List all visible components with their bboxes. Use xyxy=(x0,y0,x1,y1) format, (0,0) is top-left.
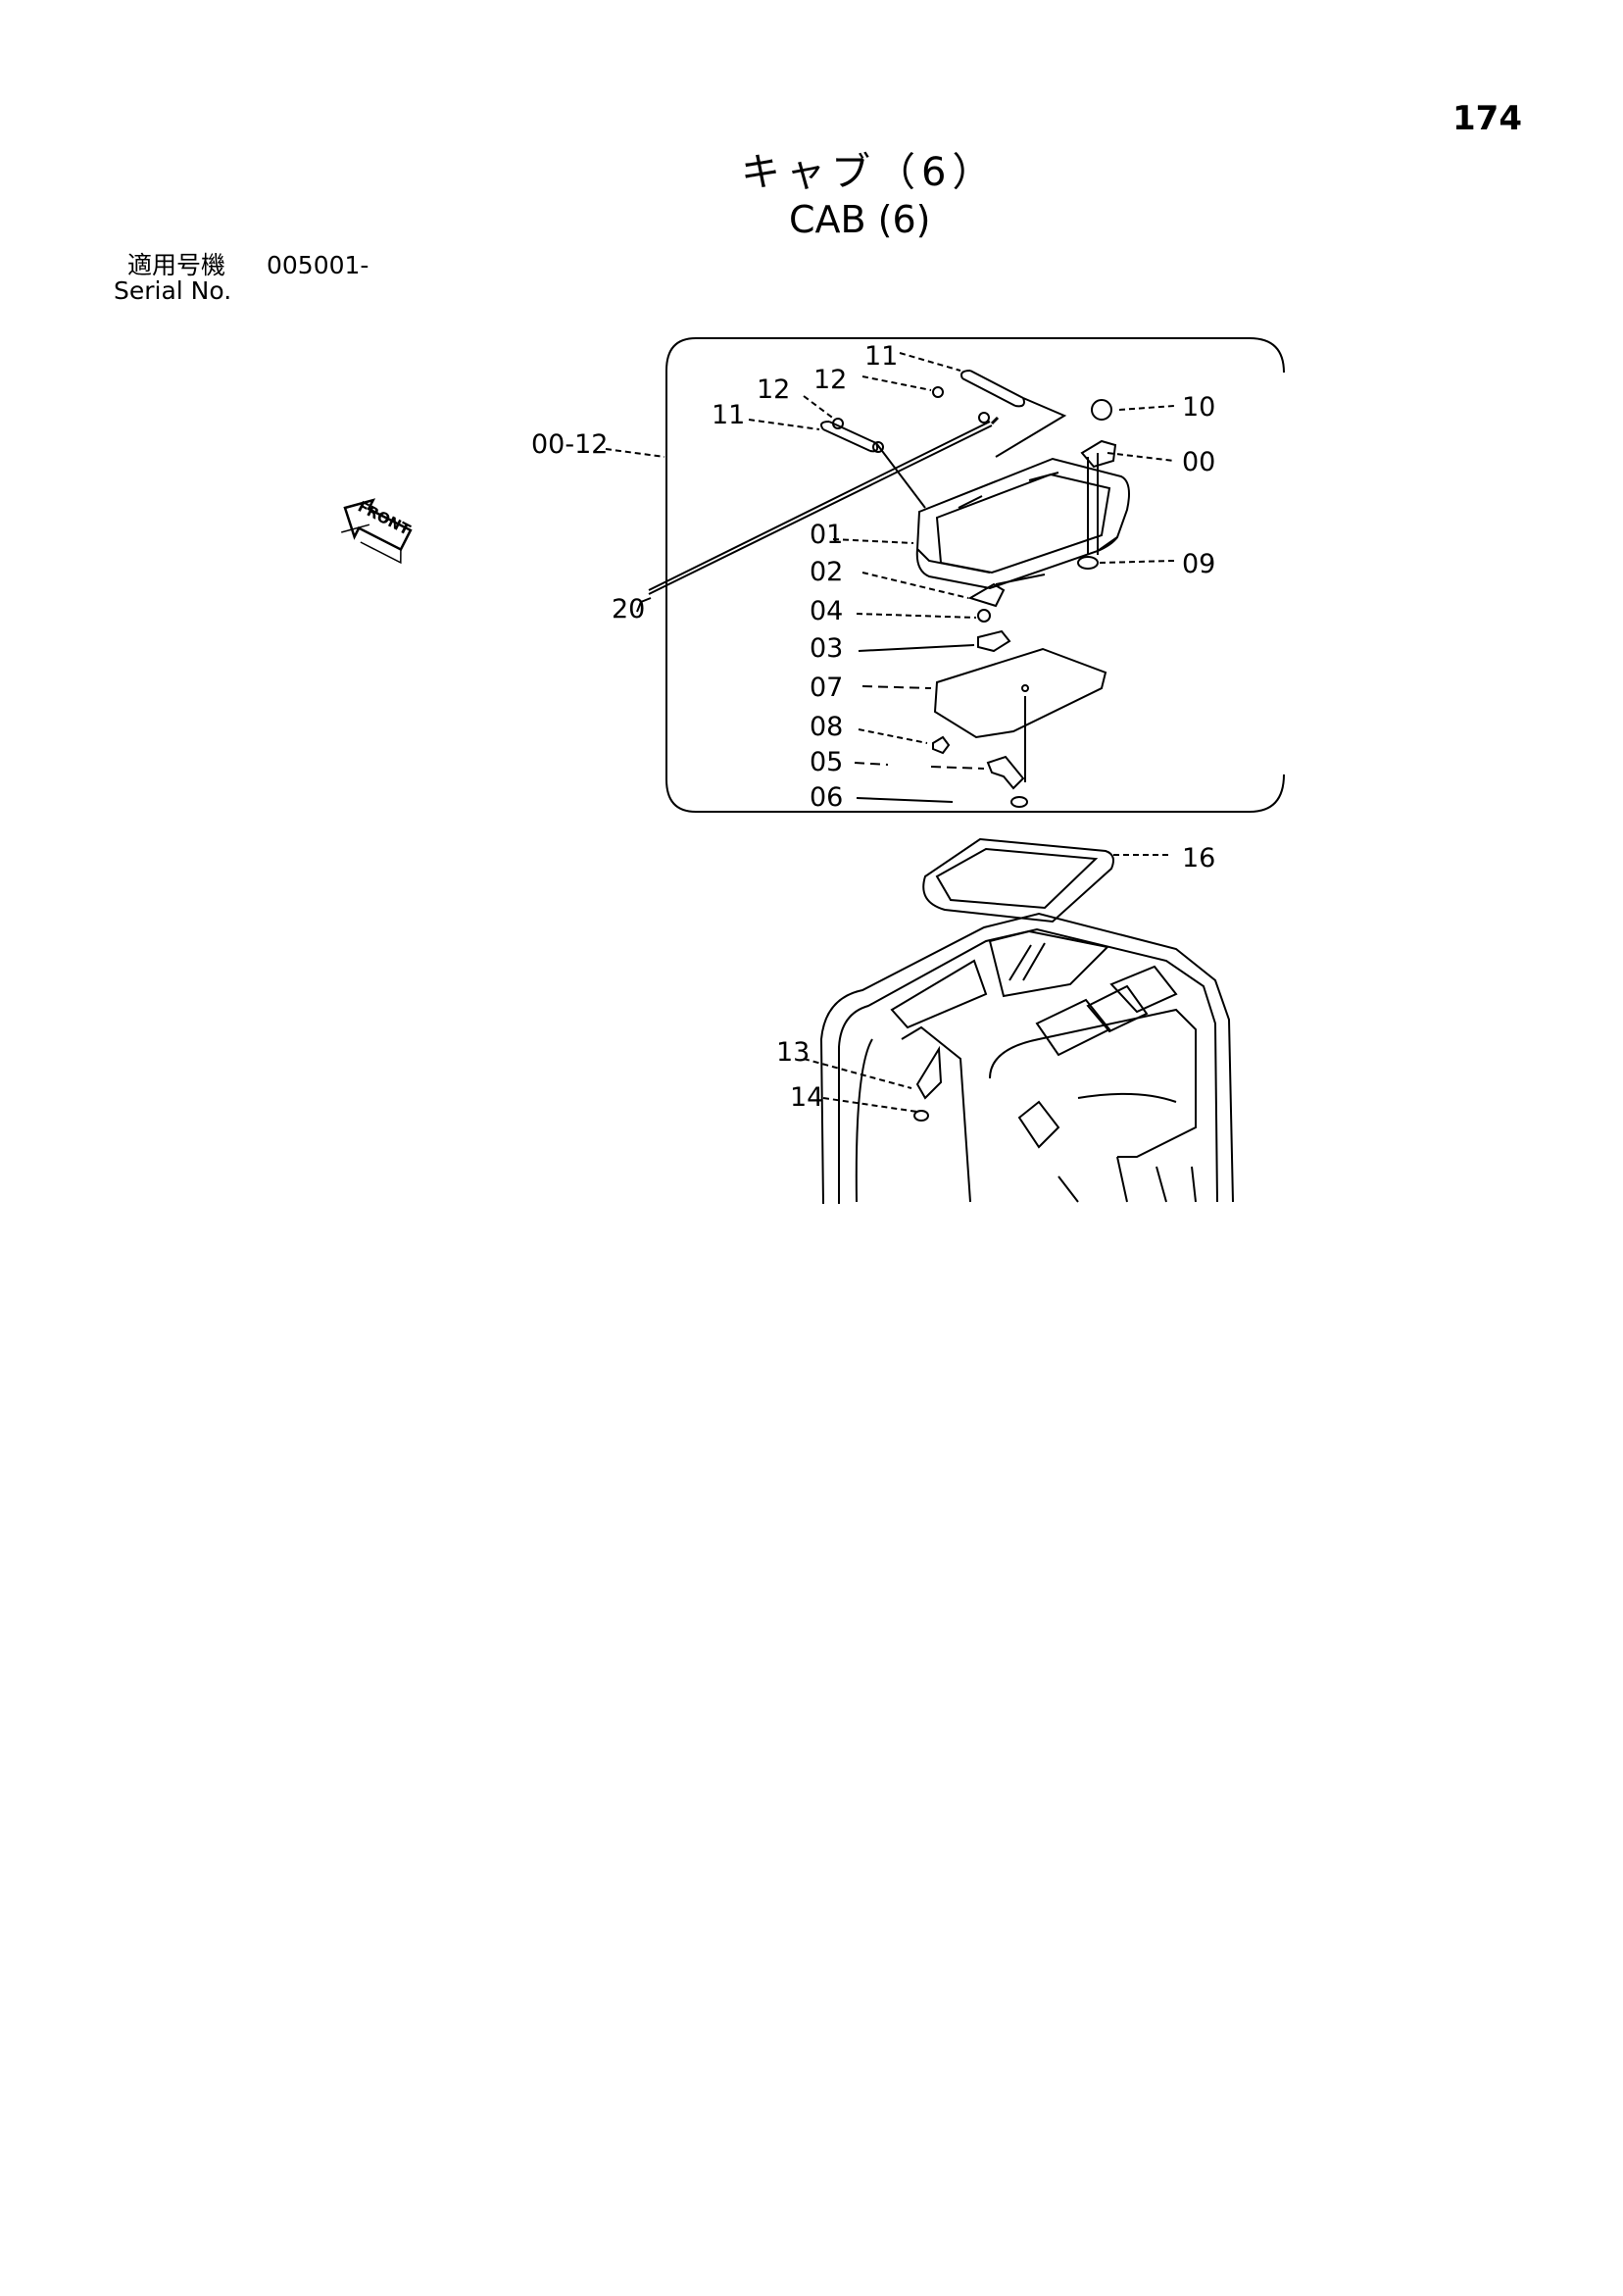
callout-13: 13 xyxy=(776,1037,810,1068)
callout-07: 07 xyxy=(810,673,843,703)
callout-10: 10 xyxy=(1182,392,1215,423)
front-arrow-icon xyxy=(341,498,413,565)
bracket-02 xyxy=(967,582,1006,608)
hatch-frame xyxy=(915,457,1130,590)
callout-20: 20 xyxy=(612,594,645,624)
handle-left xyxy=(820,421,879,453)
lock-knob xyxy=(1091,399,1112,421)
assembly-group-frame xyxy=(665,337,1285,813)
serial-label-english: Serial No. xyxy=(114,276,232,305)
serial-label-japanese: 適用号機 xyxy=(127,251,226,279)
seal-16 xyxy=(922,837,1114,923)
bushing-09 xyxy=(1077,556,1099,570)
serial-number-value: 005001- xyxy=(267,251,369,279)
callout-12-top: 12 xyxy=(813,365,847,395)
callout-01: 01 xyxy=(810,520,843,550)
front-label: FRONT xyxy=(355,498,414,539)
lock-bracket xyxy=(1080,439,1117,469)
callout-08: 08 xyxy=(810,712,843,742)
callout-02: 02 xyxy=(810,557,843,587)
bolt-08 xyxy=(932,735,951,755)
knob-06 xyxy=(1010,796,1028,808)
callout-11-top: 11 xyxy=(864,341,898,372)
handle-05 xyxy=(986,755,1025,790)
plate-03 xyxy=(977,629,1011,653)
callout-12-left: 12 xyxy=(757,374,790,405)
cover-plate-07 xyxy=(933,647,1107,739)
leader-00-12 xyxy=(605,448,665,458)
callout-03: 03 xyxy=(810,633,843,664)
stay-rod xyxy=(648,421,993,595)
page-title-japanese: キャブ（6） xyxy=(741,150,998,195)
page-title-english: CAB (6) xyxy=(789,198,931,241)
callout-00-12: 00-12 xyxy=(531,429,608,460)
callout-14: 14 xyxy=(790,1082,823,1113)
callout-05: 05 xyxy=(810,747,843,777)
callout-04: 04 xyxy=(810,596,843,626)
callout-06: 06 xyxy=(810,782,843,813)
cab-body xyxy=(819,912,1234,1205)
page-number: 174 xyxy=(1452,99,1522,138)
handle-right xyxy=(960,370,1025,408)
callout-09: 09 xyxy=(1182,549,1215,579)
callout-00: 00 xyxy=(1182,447,1215,477)
callout-11-left: 11 xyxy=(712,400,745,430)
callout-16: 16 xyxy=(1182,843,1215,873)
